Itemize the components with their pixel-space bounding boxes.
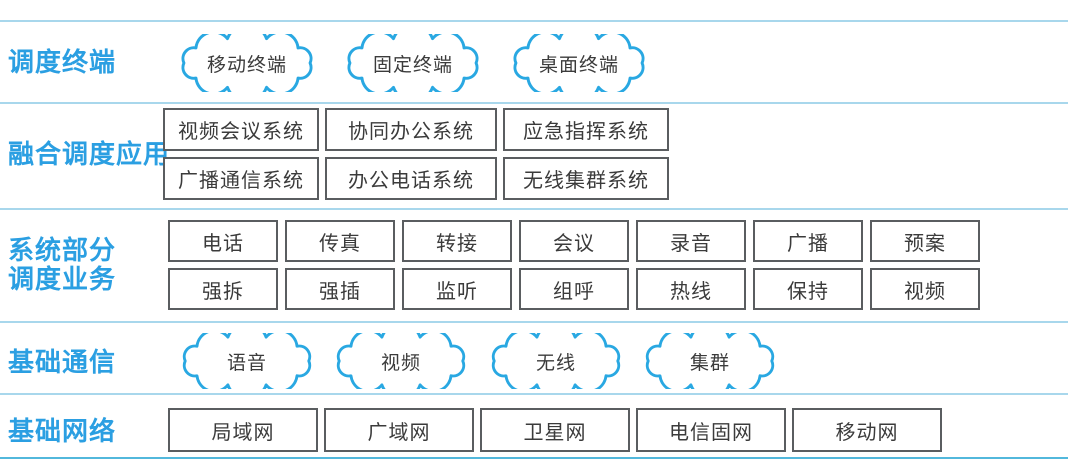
cloud-label: 视频 — [380, 352, 421, 374]
service-box-force-insert: 强插 — [285, 268, 395, 310]
cloud-label: 语音 — [226, 352, 267, 374]
service-box-video: 视频 — [870, 268, 980, 310]
cloud-fixed-terminal: 固定终端 — [344, 34, 482, 92]
service-box-conference: 会议 — [519, 220, 629, 262]
applications-row-2: 广播通信系统 办公电话系统 无线集群系统 — [163, 157, 669, 200]
cloud-trunking: 集群 — [641, 333, 779, 389]
layer-label-networks: 基础网络 — [8, 416, 117, 446]
layer-label-services-line1: 系统部分 — [8, 235, 117, 265]
cloud-label: 无线 — [535, 352, 576, 374]
service-box-hold: 保持 — [753, 268, 863, 310]
row-divider — [0, 20, 1068, 22]
services-row-2: 强拆 强插 监听 组呼 热线 保持 视频 — [168, 268, 980, 310]
cloud-desktop-terminal: 桌面终端 — [510, 34, 648, 92]
app-box-office-telephone: 办公电话系统 — [325, 157, 497, 200]
cloud-icon — [513, 34, 645, 92]
app-box-broadcast-comm: 广播通信系统 — [163, 157, 319, 200]
cloud-icon — [645, 333, 775, 389]
app-box-collaborative-office: 协同办公系统 — [325, 108, 497, 151]
service-box-recording: 录音 — [636, 220, 746, 262]
service-box-monitor: 监听 — [402, 268, 512, 310]
network-box-mobile: 移动网 — [792, 408, 942, 452]
layer-label-applications: 融合调度应用 — [8, 139, 171, 169]
cloud-icon — [181, 34, 313, 92]
cloud-label: 桌面终端 — [538, 54, 619, 76]
cloud-label: 固定终端 — [372, 54, 453, 76]
app-box-emergency-command: 应急指挥系统 — [503, 108, 669, 151]
row-divider — [0, 393, 1068, 395]
layer-label-terminals: 调度终端 — [8, 47, 117, 77]
service-box-hotline: 热线 — [636, 268, 746, 310]
network-box-telecom-fixed: 电信固网 — [636, 408, 786, 452]
app-box-video-conference: 视频会议系统 — [163, 108, 319, 151]
service-box-group-call: 组呼 — [519, 268, 629, 310]
layer-label-services: 系统部分 调度业务 — [8, 236, 116, 294]
service-box-fax: 传真 — [285, 220, 395, 262]
row-divider — [0, 321, 1068, 323]
cloud-icon — [347, 34, 479, 92]
services-row-1: 电话 传真 转接 会议 录音 广播 预案 — [168, 220, 980, 262]
service-box-preplan: 预案 — [870, 220, 980, 262]
app-box-wireless-trunking: 无线集群系统 — [503, 157, 669, 200]
cloud-label: 移动终端 — [206, 54, 287, 76]
row-divider — [0, 208, 1068, 210]
networks-row: 局域网 广域网 卫星网 电信固网 移动网 — [168, 408, 942, 452]
cloud-mobile-terminal: 移动终端 — [178, 34, 316, 92]
services-grid: 电话 传真 转接 会议 录音 广播 预案 强拆 强插 监听 组呼 热线 保持 视… — [168, 220, 980, 310]
service-box-telephone: 电话 — [168, 220, 278, 262]
cloud-icon — [182, 333, 312, 389]
cloud-icon — [336, 333, 466, 389]
cloud-wireless: 无线 — [487, 333, 625, 389]
bottom-divider — [0, 457, 1068, 459]
service-box-force-release: 强拆 — [168, 268, 278, 310]
applications-grid: 视频会议系统 协同办公系统 应急指挥系统 广播通信系统 办公电话系统 无线集群系… — [163, 108, 669, 200]
layer-label-services-line2: 调度业务 — [8, 264, 117, 294]
cloud-video: 视频 — [332, 333, 470, 389]
row-divider — [0, 102, 1068, 104]
service-box-transfer: 转接 — [402, 220, 512, 262]
service-box-broadcast: 广播 — [753, 220, 863, 262]
cloud-icon — [491, 333, 621, 389]
cloud-label: 集群 — [689, 352, 730, 374]
network-box-satellite: 卫星网 — [480, 408, 630, 452]
layer-label-communications: 基础通信 — [8, 347, 117, 377]
applications-row-1: 视频会议系统 协同办公系统 应急指挥系统 — [163, 108, 669, 151]
network-box-lan: 局域网 — [168, 408, 318, 452]
cloud-voice: 语音 — [178, 333, 316, 389]
network-box-wan: 广域网 — [324, 408, 474, 452]
